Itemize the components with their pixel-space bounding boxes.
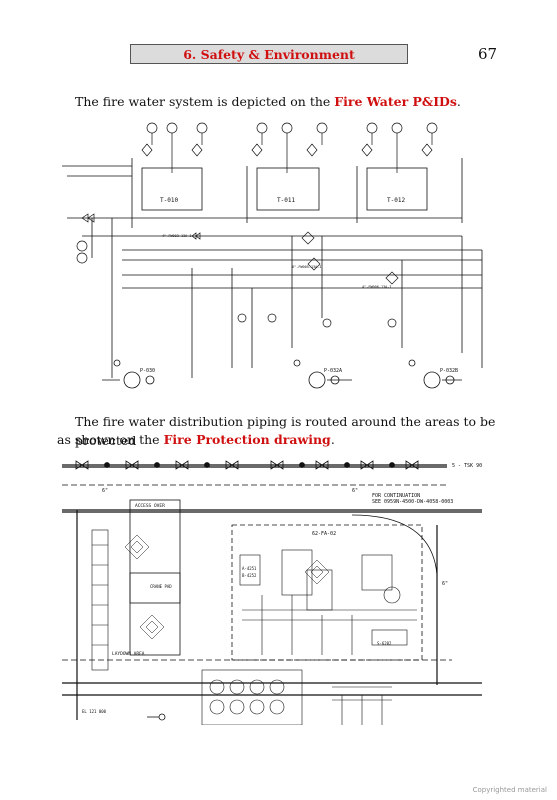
bottom-equipment — [201, 669, 392, 725]
pumps — [102, 359, 462, 389]
laydown-label: LAYDOWN AREA — [112, 651, 145, 657]
paragraph-distribution-2: as shown on the Fire Protection drawing. — [57, 432, 335, 447]
fire-water-pid-drawing: T-010 T-011 T-012 4"-FW003-13A-I 6"-FW00… — [62, 122, 483, 389]
svg-text:6"-FW005-13A-I: 6"-FW005-13A-I — [292, 265, 322, 269]
equipment — [239, 549, 417, 655]
continuation-note-1: FOR CONTINUATION — [372, 493, 420, 499]
right-label: S-6202 — [377, 641, 392, 646]
continuation-note-2: SEE 0959N-4500-DW-4058-0003 — [372, 499, 453, 505]
dim-label-2: 6" — [352, 488, 358, 494]
pump-label-3: P-032B — [440, 368, 458, 374]
tank-label-3: T-012 — [387, 197, 405, 204]
chapter-title: 6. Safety & Environment — [183, 46, 355, 62]
left-hydrants — [91, 529, 109, 671]
tank-label-2: T-011 — [277, 197, 295, 204]
elevation-label: EL 121 000 — [82, 709, 107, 714]
equipment-label-1: A-4251 — [242, 566, 257, 571]
area-boundary — [231, 524, 423, 661]
sheet-ref: 5 - TSK 90 — [452, 463, 482, 469]
svg-text:4"-FW006-13A-I: 4"-FW006-13A-I — [362, 285, 392, 289]
valves — [76, 213, 399, 328]
header-pipes — [62, 158, 483, 378]
chapter-header: 6. Safety & Environment — [130, 44, 408, 64]
tank-group — [141, 167, 428, 211]
page-number: 67 — [478, 45, 498, 63]
paragraph-intro: The fire water system is depicted on the… — [75, 94, 461, 109]
pump-label-1: P-030 — [140, 368, 155, 374]
access-area — [129, 499, 181, 656]
dim-label-3: 6" — [442, 581, 448, 587]
tank-t012 — [366, 167, 428, 211]
dim-label-1: 6" — [102, 488, 108, 494]
copyright-notice: Copyrighted material — [472, 786, 547, 794]
tank-t011 — [256, 167, 320, 211]
equipment-label-2: B-4252 — [242, 573, 257, 578]
crane-pad-label: CRANE PAD — [150, 584, 172, 589]
fire-water-pid-link: Fire Water P&IDs — [334, 94, 457, 109]
instrument-bubbles — [141, 122, 438, 173]
access-label: ACCESS OVER — [135, 503, 165, 509]
line-label: 4"-FW003-13A-I — [162, 234, 192, 238]
fire-protection-plan-drawing: 5 - TSK 90 6" 6" 6" FOR CONTINUATION SEE… — [62, 460, 482, 725]
paragraph-distribution-1: The fire water distribution piping is ro… — [75, 414, 496, 448]
pump-label-2: P-032A — [324, 368, 342, 374]
top-valves — [75, 460, 419, 470]
fire-protection-drawing-link: Fire Protection drawing — [163, 432, 331, 447]
tank-label-1: T-010 — [160, 197, 178, 204]
area-label: 62-FA-02 — [312, 531, 336, 537]
tank-t010 — [141, 167, 203, 211]
